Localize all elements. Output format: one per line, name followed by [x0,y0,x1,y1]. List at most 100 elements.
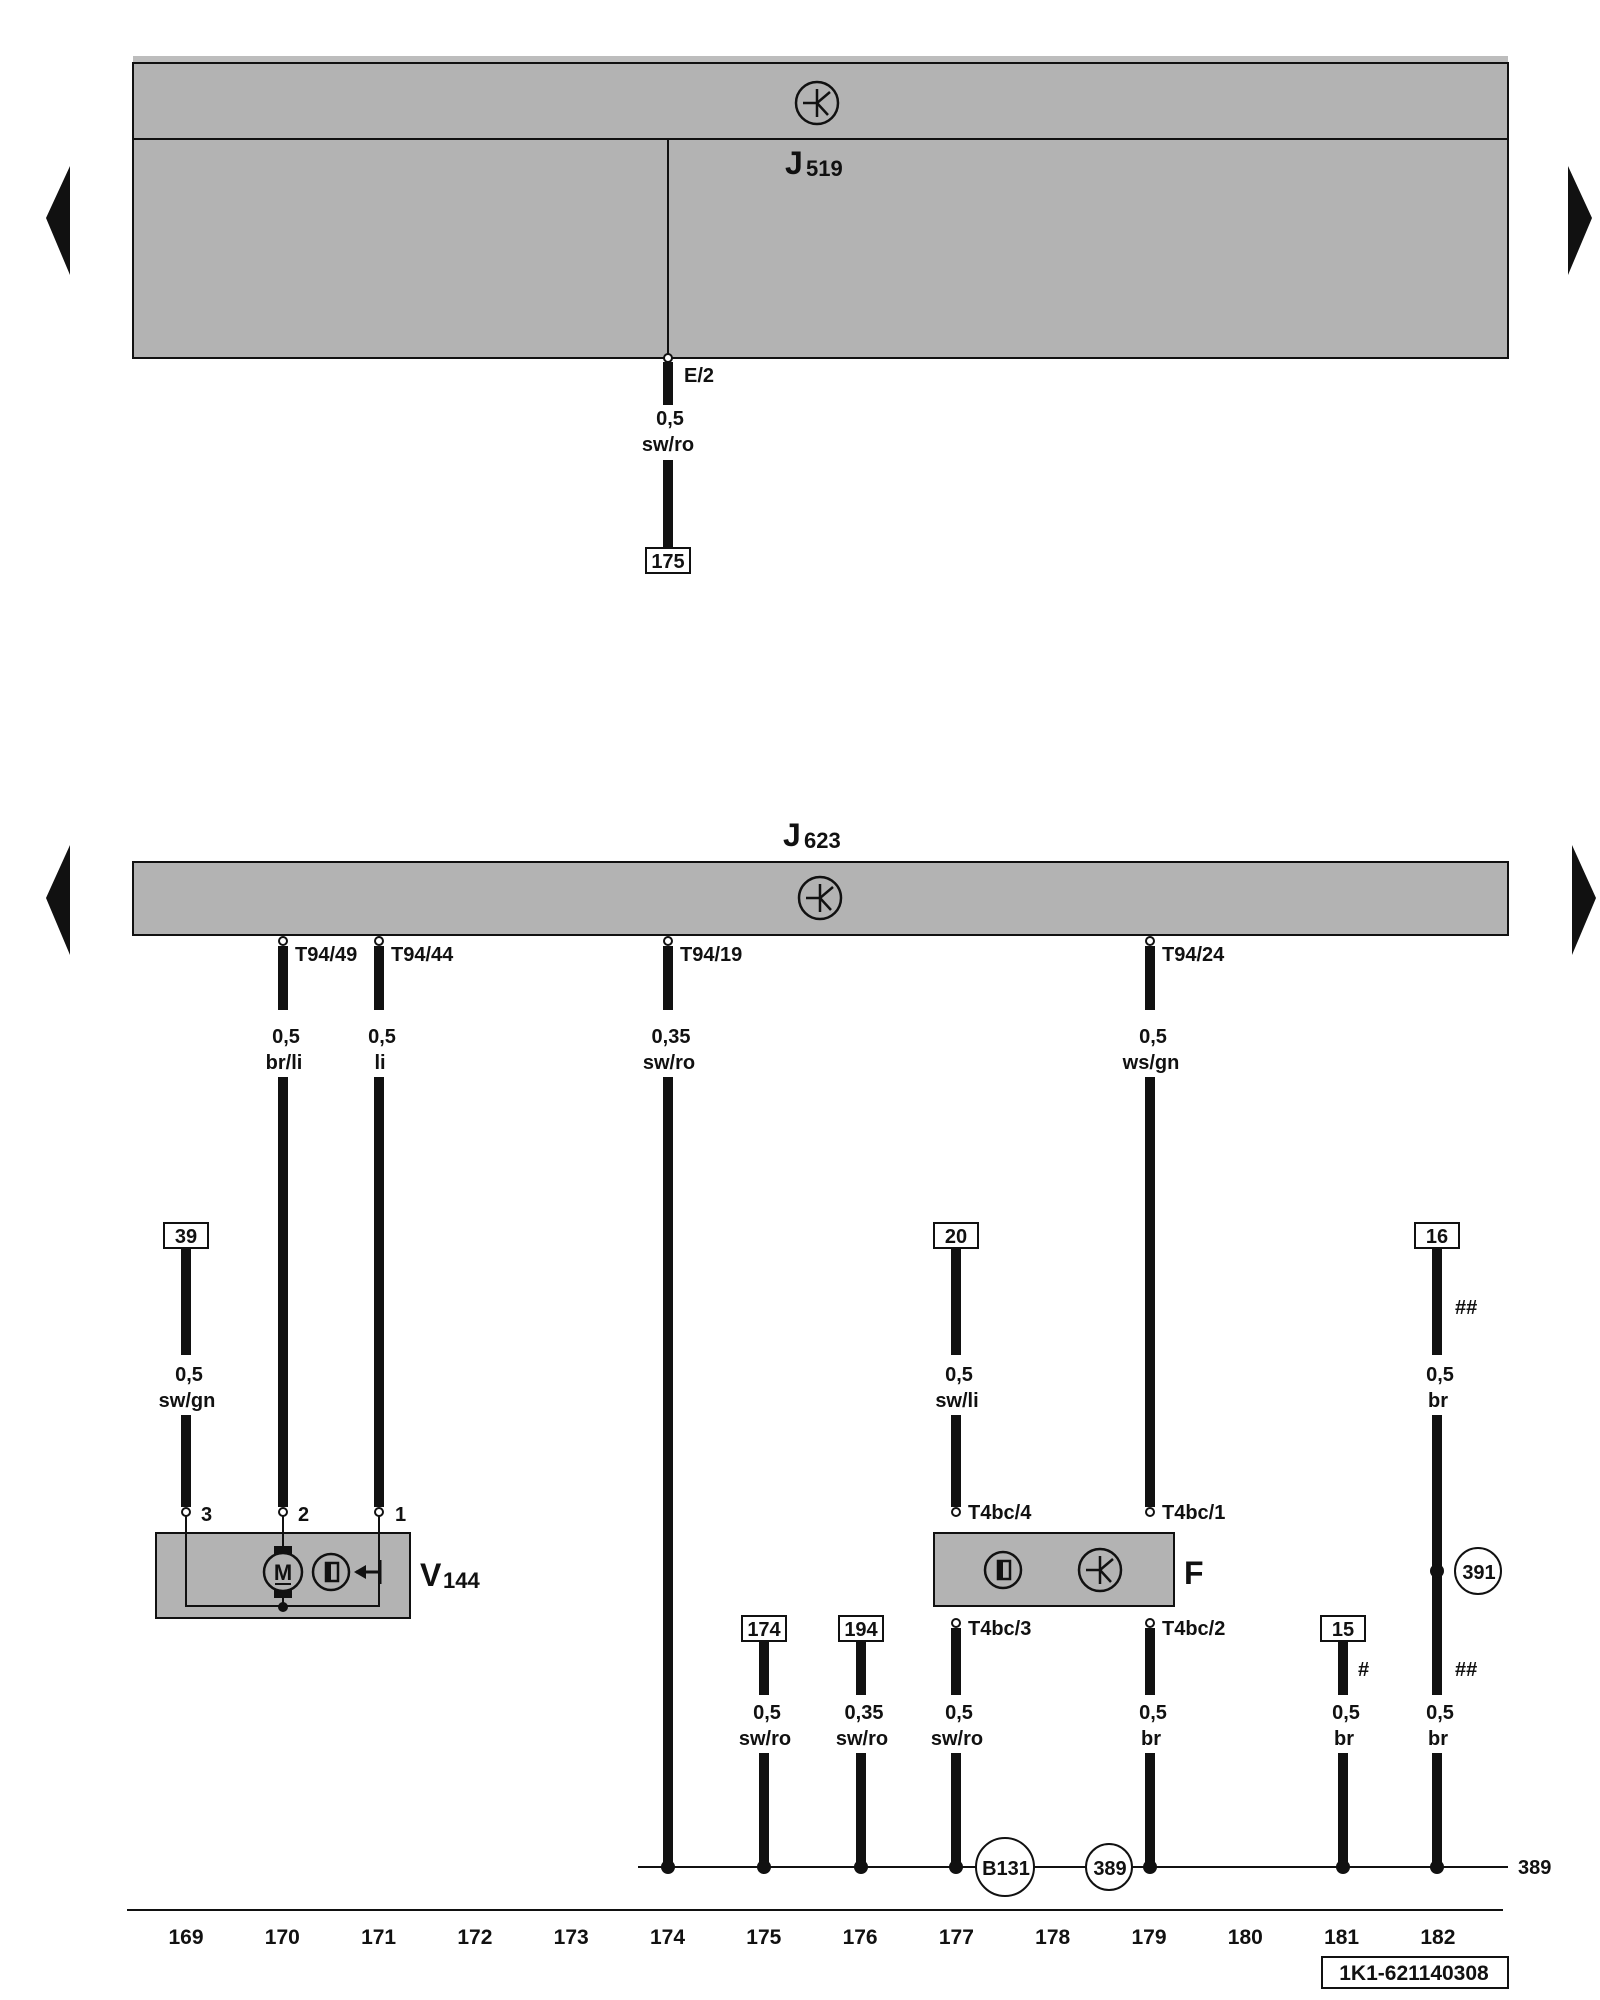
wire-170-color: br/li [266,1052,303,1074]
column-label-172: 172 [457,1926,492,1949]
column-label-182: 182 [1420,1926,1455,1949]
wire-182u-section: 0,5 [1426,1364,1454,1386]
wire-177u-section: 0,5 [945,1364,973,1386]
bus-junction-181 [1336,1860,1350,1874]
ref-39-label: 39 [175,1226,197,1248]
wire-175-section: 0,5 [753,1702,781,1724]
pin-t94-24-node [1145,936,1155,946]
connector-b131[interactable] [975,1837,1035,1897]
pin-t94-49-node [278,936,288,946]
wire-177l-color: sw/ro [931,1728,983,1750]
bus-junction-176 [854,1860,868,1874]
pin-v144-2-node [278,1507,288,1517]
v144-junction [278,1602,288,1612]
pin-v144-1: 1 [395,1504,406,1526]
pin-t94-44-node [374,936,384,946]
control-unit-icon [1077,1547,1123,1593]
column-label-181: 181 [1324,1926,1359,1949]
wire-179-section: 0,5 [1139,1026,1167,1048]
connector-389[interactable] [1085,1843,1133,1891]
wire-179l-color: br [1141,1728,1161,1750]
column-label-173: 173 [554,1926,589,1949]
wire-179-color: ws/gn [1122,1052,1180,1074]
connector-b131-label: B131 [982,1858,1030,1880]
column-label-169: 169 [168,1926,203,1949]
pin-t94-24: T94/24 [1162,944,1225,966]
wire-170-section: 0,5 [272,1026,300,1048]
pin-e2-node [663,353,673,363]
wire-182l-color: br [1428,1728,1448,1750]
ref-15-label: 15 [1332,1619,1354,1641]
column-label-171: 171 [361,1926,396,1949]
pin-t4bc-2: T4bc/2 [1162,1618,1225,1640]
j519-top-shadow [133,56,1508,63]
ref-194[interactable] [838,1615,884,1642]
connector-389-label: 389 [1093,1858,1126,1880]
wire-174-section: 0,35 [652,1026,691,1048]
control-unit-icon [797,875,843,921]
pin-t4bc-3: T4bc/3 [968,1618,1031,1640]
column-label-178: 178 [1035,1926,1070,1949]
pin-v144-3: 3 [201,1504,212,1526]
j623-sub: 623 [804,828,841,853]
doc-id-box [1321,1956,1509,1989]
pin-t4bc-2-node [1145,1618,1155,1628]
wire-182l-section: 0,5 [1426,1702,1454,1724]
pin-e2: E/2 [684,365,714,387]
wire-171-color: li [374,1052,385,1074]
wire-177u-color: sw/li [935,1390,978,1412]
bus-junction-177 [949,1860,963,1874]
motor-letter: M [274,1560,292,1585]
bus-junction-182 [1430,1860,1444,1874]
mark-182-upper: ## [1455,1297,1477,1319]
column-label-170: 170 [265,1926,300,1949]
wire-176-color: sw/ro [836,1728,888,1750]
nav-right-arrow-icon[interactable] [1568,166,1592,275]
nav-right-arrow-icon[interactable] [1572,845,1596,955]
pin-t4bc-1-node [1145,1507,1155,1517]
column-label-175: 175 [746,1926,781,1949]
f-module [933,1532,1175,1607]
column-label-180: 180 [1228,1926,1263,1949]
bus-junction-179 [1143,1860,1157,1874]
wire-176-section: 0,35 [845,1702,884,1724]
v144-name: V [420,1557,442,1593]
v144-sub: 144 [443,1568,480,1593]
column-label-174: 174 [650,1926,685,1949]
wire-169-section: 0,5 [175,1364,203,1386]
ref-174[interactable] [741,1615,787,1642]
wire-171-section: 0,5 [368,1026,396,1048]
ref-20-label: 20 [945,1226,967,1248]
connector-391[interactable] [1454,1547,1502,1595]
wire-top-color: sw/ro [642,434,694,456]
pin-v144-2: 2 [298,1504,309,1526]
mark-182-lower: ## [1455,1659,1477,1681]
ref-39[interactable] [163,1222,209,1249]
wire-182u-color: br [1428,1390,1448,1412]
control-unit-icon [794,80,840,126]
ground-bus-label: 389 [1518,1857,1551,1879]
sensor-icon [983,1550,1023,1590]
pin-t4bc-4-node [951,1507,961,1517]
column-label-176: 176 [843,1926,878,1949]
pin-t94-19: T94/19 [680,944,742,966]
j519-module [132,62,1509,359]
bus-junction-175 [757,1860,771,1874]
ref-15[interactable] [1320,1615,1366,1642]
column-label-177: 177 [939,1926,974,1949]
pin-t4bc-3-node [951,1618,961,1628]
pin-t4bc-1: T4bc/1 [1162,1502,1225,1524]
j519-name: J [785,145,803,181]
switch-icon [354,1560,382,1584]
j519-sub: 519 [806,156,843,181]
connector-391-label: 391 [1462,1562,1495,1584]
ref-16[interactable] [1414,1222,1460,1249]
nav-left-arrow-icon[interactable] [46,166,70,275]
ref-175-top[interactable] [645,547,691,574]
ref-194-label: 194 [844,1619,878,1641]
nav-left-arrow-icon[interactable] [46,845,70,955]
wire-top-section: 0,5 [656,408,684,430]
bus-junction-174 [661,1860,675,1874]
sensor-icon [311,1552,351,1592]
